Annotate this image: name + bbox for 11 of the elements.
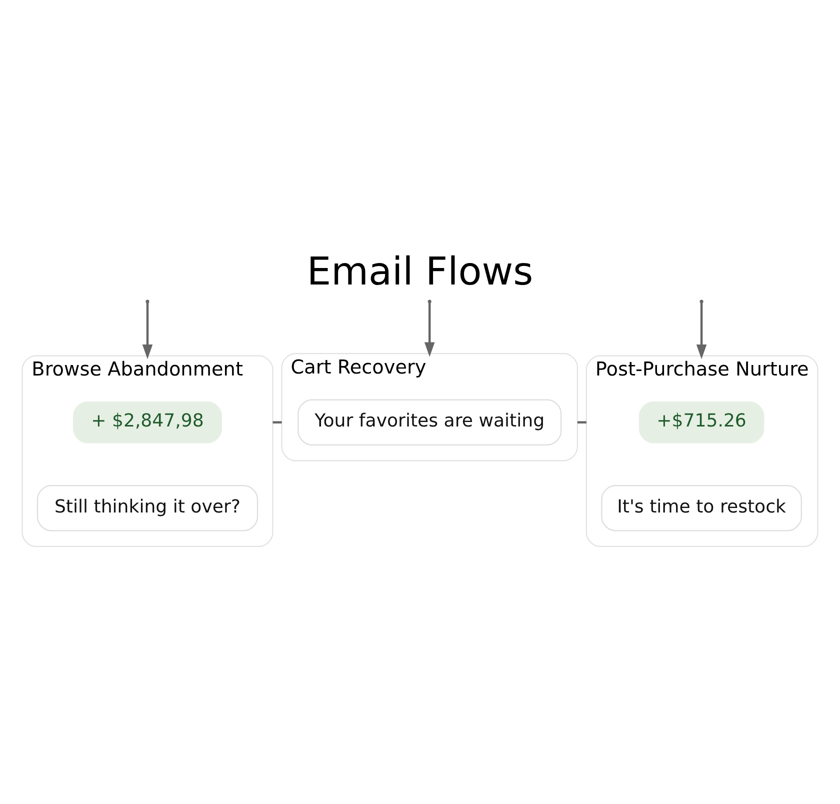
node-box: Still thinking it over? [36, 484, 258, 531]
arrow [424, 302, 435, 356]
arrow [142, 302, 153, 359]
diagram-title: Email Flows [306, 249, 534, 294]
node-box: +$715.26 [638, 400, 764, 443]
connector [272, 420, 282, 423]
connector [577, 420, 586, 423]
node-box: Your favorites are waiting [298, 398, 562, 445]
node-box: + $2,847,98 [73, 400, 222, 443]
node-box: It's time to restock [601, 484, 802, 531]
arrow [696, 302, 707, 359]
